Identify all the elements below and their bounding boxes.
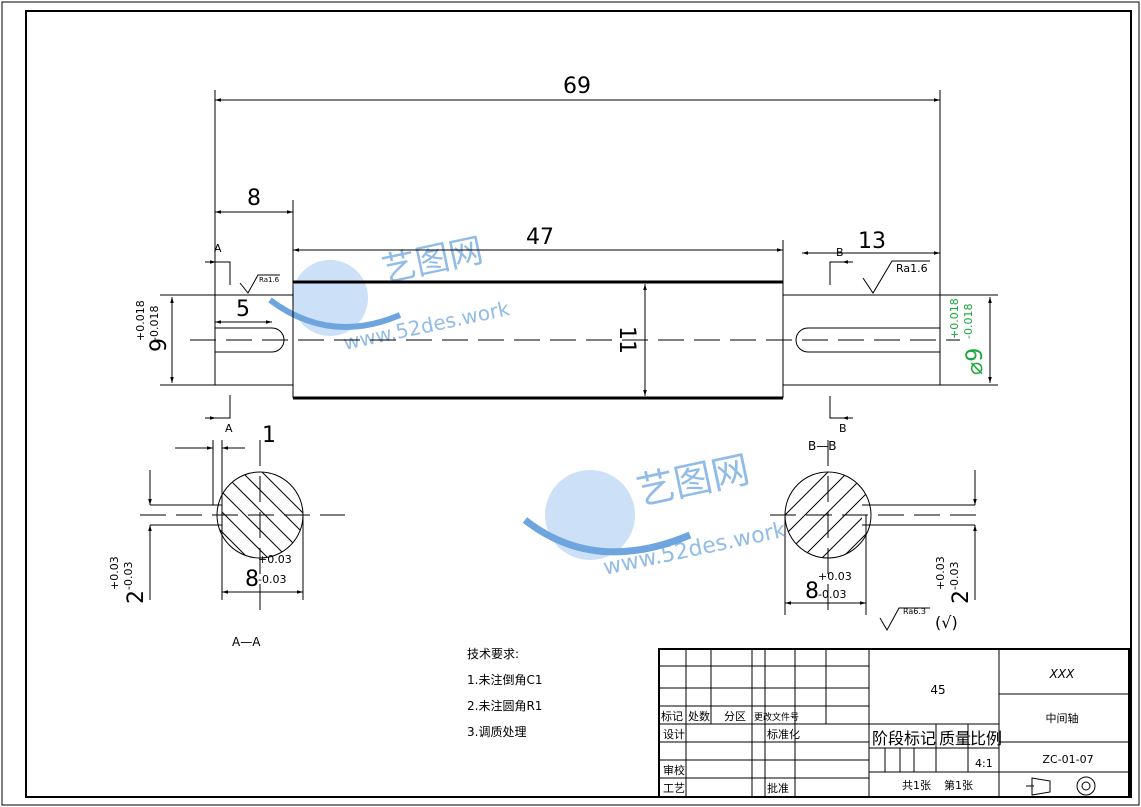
tech-item-1: 1.未注倒角C1 bbox=[467, 672, 542, 687]
tb-drawing-no: ZC-01-07 bbox=[1042, 753, 1093, 766]
tb-scale: 4:1 bbox=[975, 757, 993, 770]
dimension-right-diameter: ⌀9 +0.018 -0.018 bbox=[940, 294, 998, 386]
dimension-left-step: 8 bbox=[215, 186, 294, 290]
roughness-left-label: Ra1.6 bbox=[259, 276, 280, 284]
dim-right-step: 13 bbox=[858, 229, 886, 254]
section-a-bottom-letter: A bbox=[225, 422, 233, 435]
tb-change-doc: 更改文件号 bbox=[754, 711, 799, 723]
roughness-general-label: Ra6.3 bbox=[903, 607, 926, 616]
dim-right-tol-up: +0.018 bbox=[948, 298, 961, 339]
tech-item-3: 3.调质处理 bbox=[467, 725, 526, 739]
section-b-tol-low: -0.03 bbox=[818, 588, 846, 601]
dim-left-tol-up: +0.018 bbox=[134, 300, 147, 341]
projection-symbol-icon bbox=[1026, 776, 1096, 796]
tb-sheets-total: 共1张 bbox=[902, 779, 931, 792]
tech-title: 技术要求: bbox=[467, 647, 519, 661]
dim-middle-diameter: 11 bbox=[614, 326, 639, 354]
section-a-view: 2 +0.03 -0.03 1 8 +0.03 -0.03 A—A bbox=[108, 423, 345, 649]
section-b-depth-tol-low: -0.03 bbox=[948, 562, 961, 590]
dim-middle-length: 47 bbox=[526, 225, 554, 250]
roughness-general: Ra6.3 (√) bbox=[879, 607, 958, 632]
tb-design: 设计 bbox=[663, 728, 685, 741]
section-a-label: A—A bbox=[232, 635, 261, 649]
section-a-tol-up: +0.03 bbox=[258, 553, 292, 566]
section-a-width: 8 bbox=[245, 567, 259, 592]
section-b-top-letter: B bbox=[836, 246, 844, 259]
watermark-top: 艺图网 www.52des.work bbox=[268, 230, 512, 355]
roughness-right-label: Ra1.6 bbox=[896, 262, 928, 275]
section-a-offset: 1 bbox=[262, 423, 276, 448]
watermark-logo-center: 艺图网 bbox=[633, 447, 754, 514]
section-a-depth: 2 bbox=[124, 590, 149, 604]
section-a-tol-low: -0.03 bbox=[258, 573, 286, 586]
tech-item-2: 2.未注圆角R1 bbox=[467, 698, 542, 713]
roughness-right: Ra1.6 bbox=[862, 260, 930, 294]
tb-material: 45 bbox=[930, 683, 945, 697]
dim-overall-length: 69 bbox=[563, 74, 591, 99]
section-a-depth-tol-up: +0.03 bbox=[108, 556, 121, 590]
section-b-bottom-letter: B bbox=[839, 422, 847, 435]
dim-left-slot: 5 bbox=[236, 297, 250, 322]
tb-stage-mark: 阶段标记 bbox=[872, 729, 936, 748]
tb-process: 工艺 bbox=[663, 782, 685, 795]
dimension-left-slot: 5 bbox=[215, 297, 272, 324]
tb-count: 处数 bbox=[688, 710, 710, 723]
tb-mark: 标记 bbox=[661, 709, 683, 723]
section-a-marker: A A bbox=[205, 242, 233, 435]
dimension-right-step: 13 bbox=[802, 229, 940, 255]
shaft-main-view bbox=[190, 280, 960, 400]
section-b-tol-up: +0.03 bbox=[818, 570, 852, 583]
title-block: 标记 处数 分区 更改文件号 设计 标准化 审校 工艺 批准 45 阶段标记 质… bbox=[658, 648, 1130, 798]
section-b-width: 8 bbox=[805, 579, 819, 604]
watermark-center: 艺图网 www.52des.work bbox=[522, 447, 789, 581]
tb-sheet-no: 第1张 bbox=[944, 778, 973, 792]
section-b-depth-tol-up: +0.03 bbox=[934, 556, 947, 590]
tb-mass: 质量 bbox=[939, 729, 971, 748]
tb-check: 审校 bbox=[663, 763, 685, 777]
section-a-top-letter: A bbox=[214, 242, 222, 255]
tb-zone: 分区 bbox=[724, 710, 746, 723]
dim-left-dia: 9 bbox=[147, 338, 172, 352]
tb-company: XXX bbox=[1049, 667, 1075, 681]
section-b-label: B—B bbox=[808, 439, 836, 453]
tech-requirements: 技术要求: 1.未注倒角C1 2.未注圆角R1 3.调质处理 bbox=[467, 647, 542, 739]
tb-ratio: 比例 bbox=[970, 729, 1002, 748]
dim-right-dia: ⌀9 bbox=[963, 348, 988, 375]
section-a-depth-tol-low: -0.03 bbox=[122, 562, 135, 590]
roughness-general-bracket: (√) bbox=[935, 613, 958, 632]
dimension-middle: 47 bbox=[293, 225, 784, 282]
dim-right-tol-low: -0.018 bbox=[962, 304, 975, 339]
roughness-left: Ra1.6 bbox=[239, 274, 280, 294]
dim-left-step: 8 bbox=[247, 186, 261, 211]
tb-part-name: 中间轴 bbox=[1046, 711, 1079, 725]
tb-approve: 批准 bbox=[767, 781, 789, 795]
section-b-depth: 2 bbox=[949, 590, 974, 604]
tb-standardize: 标准化 bbox=[767, 727, 800, 741]
dimension-left-diameter: 9 +0.018 -0.018 bbox=[134, 294, 215, 386]
section-b-marker: B B bbox=[829, 246, 853, 435]
dimension-middle-diameter: 11 bbox=[614, 284, 647, 396]
dimension-overall: 69 bbox=[214, 74, 941, 295]
dim-left-tol-low: -0.018 bbox=[148, 306, 161, 341]
